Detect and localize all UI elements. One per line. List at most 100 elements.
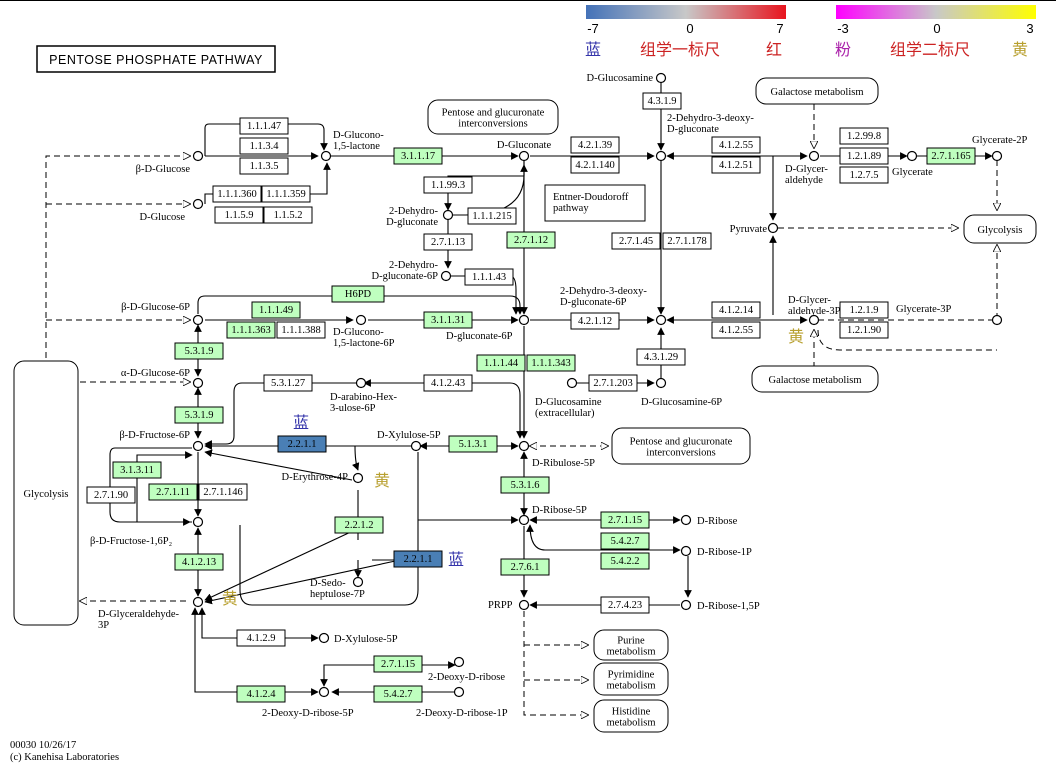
enzyme-4-1-2-55[interactable]: 4.1.2.55 (711, 136, 761, 154)
compound-node-34[interactable] (192, 596, 204, 608)
enzyme-2-7-1-45[interactable]: 2.7.1.45 (611, 232, 661, 250)
compound-node-1[interactable] (655, 72, 667, 84)
enzyme-2-7-1-15[interactable]: 2.7.1.15 (600, 511, 650, 529)
enzyme-4-1-2-14[interactable]: 4.1.2.14 (711, 301, 761, 319)
enzyme-4-1-2-4[interactable]: 4.1.2.4 (236, 685, 286, 703)
compound-node-33[interactable] (680, 599, 692, 611)
enzyme-5-1-3-1[interactable]: 5.1.3.1 (448, 435, 498, 453)
enzyme-1-1-3-5[interactable]: 1.1.3.5 (239, 157, 289, 175)
enzyme-4-1-2-13[interactable]: 4.1.2.13 (174, 553, 224, 571)
enzyme-1-2-1-90[interactable]: 1.2.1.90 (839, 321, 889, 339)
enzyme-5-3-1-9[interactable]: 5.3.1.9 (174, 406, 224, 424)
enzyme-1-1-1-44[interactable]: 1.1.1.44 (476, 354, 526, 372)
compound-node-14[interactable] (355, 314, 367, 326)
compound-node-37[interactable] (318, 686, 330, 698)
enzyme-1-1-5-2[interactable]: 1.1.5.2 (263, 206, 313, 224)
enzyme-1-1-1-343[interactable]: 1.1.1.343 (526, 354, 576, 372)
enzyme-2-2-1-1[interactable]: 2.2.1.1 (393, 550, 443, 568)
enzyme-4-1-2-9[interactable]: 4.1.2.9 (236, 629, 286, 647)
compound-node-19[interactable] (192, 377, 204, 389)
compound-node-25[interactable] (518, 440, 530, 452)
enzyme-1-2-1-9[interactable]: 1.2.1.9 (839, 301, 889, 319)
compound-node-4[interactable] (320, 150, 332, 162)
compound-node-9[interactable] (991, 150, 1003, 162)
compound-node-35[interactable] (318, 632, 330, 644)
enzyme-2-7-1-12[interactable]: 2.7.1.12 (506, 231, 556, 249)
compound-node-29[interactable] (192, 516, 204, 528)
enzyme-2-7-1-15[interactable]: 2.7.1.15 (373, 655, 423, 673)
enzyme-2-7-4-23[interactable]: 2.7.4.23 (600, 596, 650, 614)
enzyme-4-2-1-140[interactable]: 4.2.1.140 (570, 156, 620, 174)
enzyme-2-2-1-1[interactable]: 2.2.1.1 (277, 435, 327, 453)
enzyme-4-1-2-55[interactable]: 4.1.2.55 (711, 321, 761, 339)
compound-node-2[interactable] (192, 150, 204, 162)
compound-node-3[interactable] (192, 198, 204, 210)
compound-node-20[interactable] (355, 377, 367, 389)
enzyme-2-7-1-11[interactable]: 2.7.1.11 (148, 483, 198, 501)
enzyme-2-7-1-165[interactable]: 2.7.1.165 (926, 147, 976, 165)
enzyme-5-3-1-27[interactable]: 5.3.1.27 (263, 374, 313, 392)
enzyme-5-3-1-9[interactable]: 5.3.1.9 (174, 342, 224, 360)
map-link-4[interactable]: Galactose metabolism (751, 365, 879, 393)
enzyme-5-3-1-6[interactable]: 5.3.1.6 (500, 476, 550, 494)
enzyme-3-1-1-17[interactable]: 3.1.1.17 (393, 147, 443, 165)
enzyme-1-1-3-4[interactable]: 1.1.3.4 (239, 137, 289, 155)
compound-node-21[interactable] (566, 377, 578, 389)
compound-node-18[interactable] (991, 314, 1003, 326)
compound-node-27[interactable] (518, 514, 530, 526)
enzyme-4-3-1-29[interactable]: 4.3.1.29 (636, 348, 686, 366)
enzyme-1-1-1-49[interactable]: 1.1.1.49 (251, 301, 301, 319)
enzyme-1-1-1-359[interactable]: 1.1.1.359 (261, 185, 311, 203)
compound-node-15[interactable] (518, 314, 530, 326)
compound-node-31[interactable] (352, 576, 364, 588)
compound-node-17[interactable] (808, 314, 820, 326)
enzyme-1-1-1-215[interactable]: 1.1.1.215 (467, 207, 517, 225)
map-link-3[interactable]: Glycolysis (963, 214, 1037, 244)
compound-node-28[interactable] (680, 514, 692, 526)
enzyme-2-7-1-146[interactable]: 2.7.1.146 (198, 483, 248, 501)
enzyme-1-2-7-5[interactable]: 1.2.7.5 (839, 166, 889, 184)
enzyme-4-2-1-39[interactable]: 4.2.1.39 (570, 136, 620, 154)
compound-node-12[interactable] (440, 270, 452, 282)
map-glycolysis-left[interactable] (13, 360, 79, 626)
compound-node-11[interactable] (767, 222, 779, 234)
enzyme-2-7-1-13[interactable]: 2.7.1.13 (423, 233, 473, 251)
compound-node-36[interactable] (453, 656, 465, 668)
compound-node-6[interactable] (655, 150, 667, 162)
compound-node-22[interactable] (655, 377, 667, 389)
map-link-2[interactable]: Galactose metabolism (755, 77, 879, 105)
compound-node-24[interactable] (410, 440, 422, 452)
compound-node-23[interactable] (192, 440, 204, 452)
enzyme-H6PD[interactable]: H6PD (331, 285, 385, 303)
compound-node-26[interactable] (352, 472, 364, 484)
enzyme-1-1-99-3[interactable]: 1.1.99.3 (423, 176, 473, 194)
enzyme-1-1-1-388[interactable]: 1.1.1.388 (276, 321, 326, 339)
enzyme-1-1-5-9[interactable]: 1.1.5.9 (214, 206, 264, 224)
compound-node-5[interactable] (518, 150, 530, 162)
enzyme-1-2-99-8[interactable]: 1.2.99.8 (839, 127, 889, 145)
compound-node-7[interactable] (808, 150, 820, 162)
enzyme-3-1-3-11[interactable]: 3.1.3.11 (112, 461, 162, 479)
enzyme-5-4-2-2[interactable]: 5.4.2.2 (600, 552, 650, 570)
enzyme-1-2-1-89[interactable]: 1.2.1.89 (839, 147, 889, 165)
enzyme-3-1-1-31[interactable]: 3.1.1.31 (423, 311, 473, 329)
enzyme-2-7-1-203[interactable]: 2.7.1.203 (588, 374, 638, 392)
compound-node-8[interactable] (906, 150, 918, 162)
enzyme-1-1-1-43[interactable]: 1.1.1.43 (464, 268, 514, 286)
enzyme-2-7-1-90[interactable]: 2.7.1.90 (86, 486, 136, 504)
enzyme-1-1-1-360[interactable]: 1.1.1.360 (212, 185, 262, 203)
compound-node-38[interactable] (453, 686, 465, 698)
enzyme-2-7-1-178[interactable]: 2.7.1.178 (662, 232, 712, 250)
enzyme-4-1-2-43[interactable]: 4.1.2.43 (423, 374, 473, 392)
enzyme-1-1-1-363[interactable]: 1.1.1.363 (226, 321, 276, 339)
compound-node-30[interactable] (680, 545, 692, 557)
compound-node-13[interactable] (192, 314, 204, 326)
enzyme-4-3-1-9[interactable]: 4.3.1.9 (642, 92, 682, 110)
enzyme-5-4-2-7[interactable]: 5.4.2.7 (373, 685, 423, 703)
compound-node-10[interactable] (442, 209, 454, 221)
